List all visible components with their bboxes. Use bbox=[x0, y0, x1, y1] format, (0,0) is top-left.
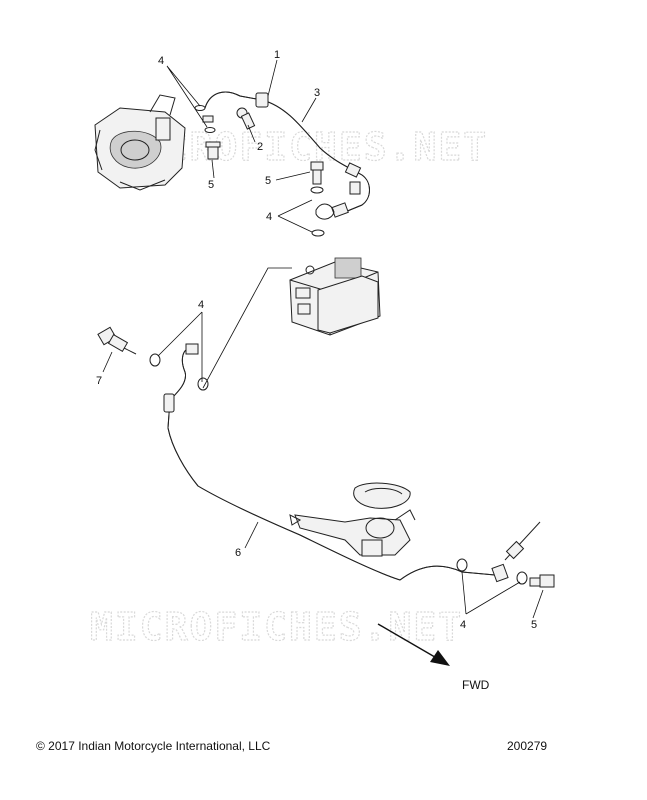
callout-6: 6 bbox=[235, 547, 241, 559]
abs-module bbox=[289, 257, 381, 336]
fwd-arrow-icon bbox=[377, 623, 450, 666]
figure-number: 200279 bbox=[507, 739, 548, 753]
callout-4b: 4 bbox=[266, 211, 272, 223]
callout-4a: 4 bbox=[158, 55, 164, 67]
brake-switch bbox=[504, 521, 541, 561]
brake-caliper bbox=[94, 94, 186, 191]
callout-3: 3 bbox=[314, 87, 320, 99]
callout-4c: 4 bbox=[198, 299, 204, 311]
callout-2: 2 bbox=[257, 141, 263, 153]
callout-4d: 4 bbox=[460, 619, 466, 631]
callout-5c: 5 bbox=[531, 619, 537, 631]
lower-washers-bolt bbox=[456, 558, 555, 588]
watermark-lower: MICROFICHES.NET bbox=[90, 605, 463, 649]
brake-line-upper bbox=[204, 91, 370, 220]
direction-label: FWD bbox=[462, 678, 490, 692]
brake-hose-6 bbox=[163, 343, 509, 583]
copyright-text: © 2017 Indian Motorcycle International, … bbox=[36, 739, 271, 753]
master-cylinder bbox=[289, 482, 416, 557]
callout-5b: 5 bbox=[265, 175, 271, 187]
callout-7: 7 bbox=[96, 375, 102, 387]
banjo-bolt-7 bbox=[97, 326, 161, 367]
callout-5a: 5 bbox=[208, 179, 214, 191]
banjo-bolt-2 bbox=[236, 107, 256, 130]
callout-1: 1 bbox=[274, 49, 280, 61]
upper-bolt-washers bbox=[310, 161, 361, 237]
